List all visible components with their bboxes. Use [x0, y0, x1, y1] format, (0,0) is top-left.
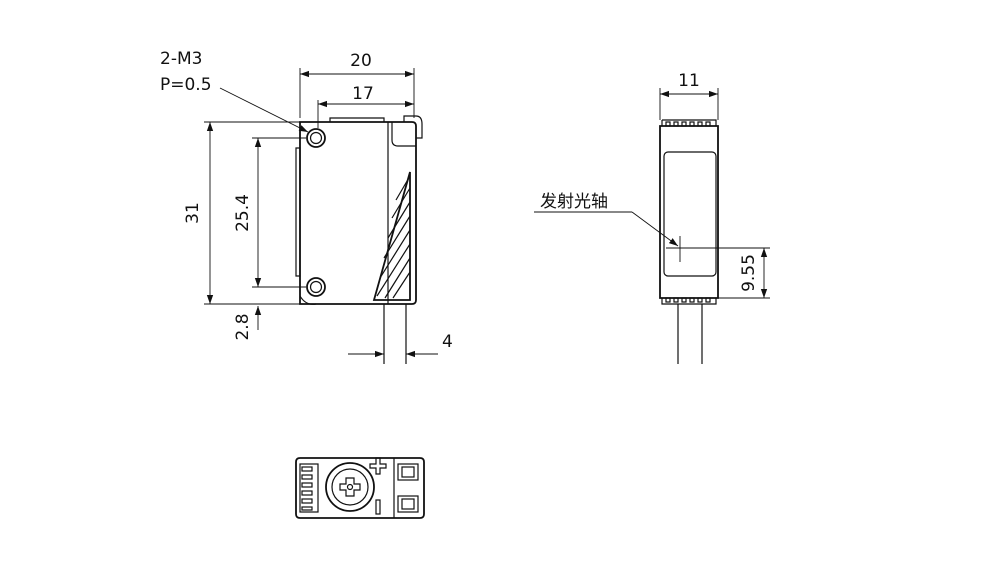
rear-body-outline	[295, 457, 425, 519]
front-left-groove	[295, 147, 301, 277]
front-hole-bottom-inner	[309, 280, 323, 294]
side-bottom-teeth	[665, 297, 711, 303]
hatch-line-1	[395, 175, 411, 201]
hatch-line-8	[392, 271, 411, 299]
emit-axis-leader	[631, 211, 679, 247]
dim-axis-height-label: 9.55	[739, 254, 759, 292]
side-cable	[677, 304, 703, 364]
front-body-outline	[299, 121, 417, 305]
emit-axis-cross	[666, 236, 770, 262]
front-lens-window	[372, 171, 411, 301]
dim-25-ext	[252, 137, 306, 288]
side-bottom-cap	[661, 298, 717, 305]
emit-axis-label: 发射光轴	[540, 192, 608, 212]
thread-spec-line2: P=0.5	[160, 75, 212, 95]
front-side-face	[391, 122, 416, 147]
front-hole-top-inner	[309, 131, 323, 145]
dim-11-ext	[659, 88, 719, 120]
front-hole-top	[306, 128, 326, 148]
dim-hole-pitch-label: 25.4	[233, 194, 253, 232]
front-clip	[403, 115, 423, 139]
rear-clip-top	[397, 463, 419, 481]
front-cable	[383, 304, 407, 364]
rear-clip-bottom-inner	[401, 498, 415, 510]
dim-cable-dia-label: 4	[442, 332, 453, 352]
side-lens-window	[663, 151, 717, 277]
rear-adjust-knob	[325, 462, 375, 512]
front-top-lip	[329, 117, 385, 122]
dim-offset-bottom-label: 2.8	[233, 313, 253, 340]
thread-spec-line1: 2-M3	[160, 49, 202, 69]
side-top-cap	[661, 119, 717, 126]
thread-leader	[219, 87, 309, 133]
rear-grille	[299, 463, 319, 513]
side-top-teeth	[665, 121, 711, 127]
rear-clip-bottom	[397, 495, 419, 513]
front-corner-mark	[299, 295, 317, 305]
dim-31-ext	[204, 121, 300, 305]
hatch-line-3	[387, 201, 411, 239]
front-view: 20 17 2-M3 P=0.5 31 25.4 2.8 4	[160, 49, 453, 364]
dim-height-total-label: 31	[183, 202, 203, 224]
rear-knob-center	[346, 483, 354, 491]
plus-icon	[369, 457, 387, 475]
hatch-line-6	[376, 243, 411, 297]
minus-icon	[375, 499, 381, 515]
side-view: 11 发射光轴 9.55	[534, 71, 770, 364]
hatch-line-5	[379, 229, 411, 279]
hatch-line-2	[391, 187, 411, 219]
dim-width-inner-label: 17	[352, 84, 374, 104]
dim-side-width-label: 11	[678, 71, 700, 91]
dim-width-total-label: 20	[350, 51, 372, 71]
rear-adjust-knob-inner	[331, 468, 369, 506]
rear-knob-slot	[339, 477, 361, 497]
rear-clip-top-inner	[401, 466, 415, 478]
hatch-line-4	[383, 215, 411, 259]
front-hole-bottom	[306, 277, 326, 297]
rear-view	[295, 457, 425, 519]
hatch-line-7	[384, 257, 411, 299]
